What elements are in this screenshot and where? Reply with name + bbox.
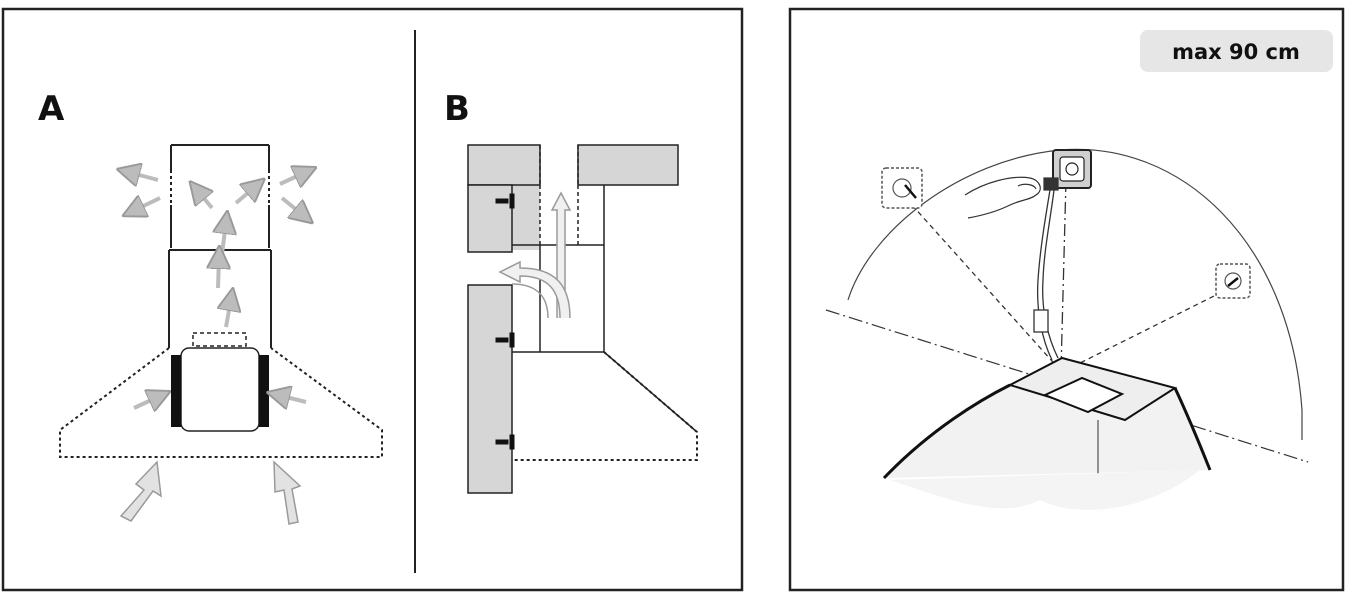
wall-screws [495, 193, 515, 450]
hand-plugging-cable [964, 176, 1059, 219]
label-a: A [38, 89, 65, 129]
airflow-arrows-b [498, 191, 572, 319]
motor-side-right [259, 355, 269, 427]
intake-arrows [119, 460, 302, 525]
diagram-b-extraction: B [444, 89, 698, 494]
max-distance-label: max 90 cm [1172, 40, 1300, 64]
power-cable [1036, 189, 1053, 361]
filter-outline [192, 332, 247, 347]
label-b: B [444, 89, 470, 129]
socket-center [1052, 149, 1092, 189]
chimney-upper [170, 144, 270, 248]
right-panel: max 90 cm [788, 7, 1345, 592]
airflow-arrows-a [128, 172, 306, 408]
left-panel: A [1, 7, 744, 592]
power-cable-2 [1042, 189, 1059, 359]
socket-right [1215, 263, 1251, 299]
reach-lines [911, 179, 1231, 373]
hood-side-b [603, 351, 698, 433]
wall-structure [467, 144, 679, 494]
motor-unit [180, 347, 260, 432]
hood-outline-a [59, 347, 383, 458]
hood-top [882, 356, 1212, 510]
left-panel-frame [1, 7, 744, 592]
motor-side-left [171, 355, 181, 427]
max-distance-badge [1140, 30, 1333, 72]
cable-connector [1033, 309, 1049, 333]
socket-left [881, 167, 923, 209]
diagram-a-recirculation: A [38, 89, 383, 525]
